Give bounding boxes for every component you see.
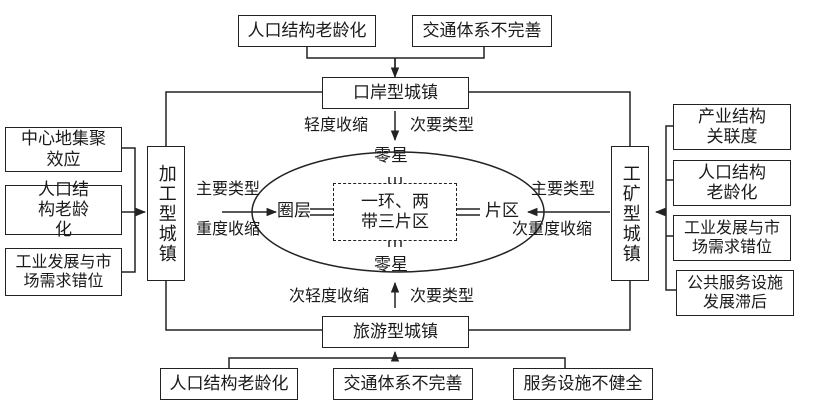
top-type-label: 次要类型 <box>410 115 475 134</box>
bottom-factor-aging: 人口结构老龄化 <box>160 368 298 400</box>
bottom-type-label: 次要类型 <box>410 286 475 305</box>
port-town-box: 口岸型城镇 <box>322 77 469 109</box>
left-type-label: 主要类型 <box>196 179 261 198</box>
left-factor-aging: 人口结构老龄化 <box>5 180 122 240</box>
right-factor-aging: 人口结构老龄化 <box>673 160 791 206</box>
bottom-degree-label: 次轻度收缩 <box>289 286 370 305</box>
top-degree-label: 轻度收缩 <box>304 115 369 134</box>
right-factor-aging-label: 人口结构老龄化 <box>698 162 766 203</box>
bottom-factor-transport: 交通体系不完善 <box>333 368 473 400</box>
ring-node-top: 零星 <box>374 146 408 166</box>
right-factor-public-service-label: 公共服务设施发展滞后 <box>686 273 783 311</box>
mining-town-box: 工矿型城镇 <box>611 146 649 281</box>
right-factor-industry-linkage: 产业结构关联度 <box>673 104 791 150</box>
left-factor-industry-mismatch-label: 工业发展与市场需求错位 <box>15 252 112 290</box>
left-factor-agglomeration-label: 中心地集聚效应 <box>21 129 106 170</box>
right-factor-industry-linkage-label: 产业结构关联度 <box>698 106 766 147</box>
right-factor-industry-mismatch-label: 工业发展与市场需求错位 <box>683 218 780 256</box>
left-degree-label: 重度收缩 <box>196 219 261 238</box>
left-factor-agglomeration: 中心地集聚效应 <box>5 127 122 172</box>
center-structure-box: 一环、两带三片区 <box>333 183 457 241</box>
left-factor-industry-mismatch: 工业发展与市场需求错位 <box>5 248 122 296</box>
ring-node-left: 圈层 <box>277 201 311 221</box>
right-factor-industry-mismatch: 工业发展与市场需求错位 <box>673 215 791 261</box>
top-factor-aging: 人口结构老龄化 <box>238 15 376 47</box>
ring-node-right: 片区 <box>485 201 519 221</box>
ring-ellipse <box>251 151 545 273</box>
tourism-town-box: 旅游型城镇 <box>322 316 469 348</box>
left-factor-aging-label: 人口结构老龄化 <box>38 179 89 241</box>
right-degree-label: 次重度收缩 <box>512 219 593 238</box>
bottom-factor-service: 服务设施不健全 <box>513 368 653 400</box>
ring-node-bottom: 零星 <box>374 255 408 275</box>
processing-town-box: 加工型城镇 <box>147 146 185 281</box>
outer-frame <box>165 91 631 331</box>
right-factor-public-service: 公共服务设施发展滞后 <box>676 270 794 316</box>
center-structure-label: 一环、两带三片区 <box>361 191 429 232</box>
right-type-label: 主要类型 <box>531 179 596 198</box>
top-factor-transport: 交通体系不完善 <box>412 15 552 47</box>
